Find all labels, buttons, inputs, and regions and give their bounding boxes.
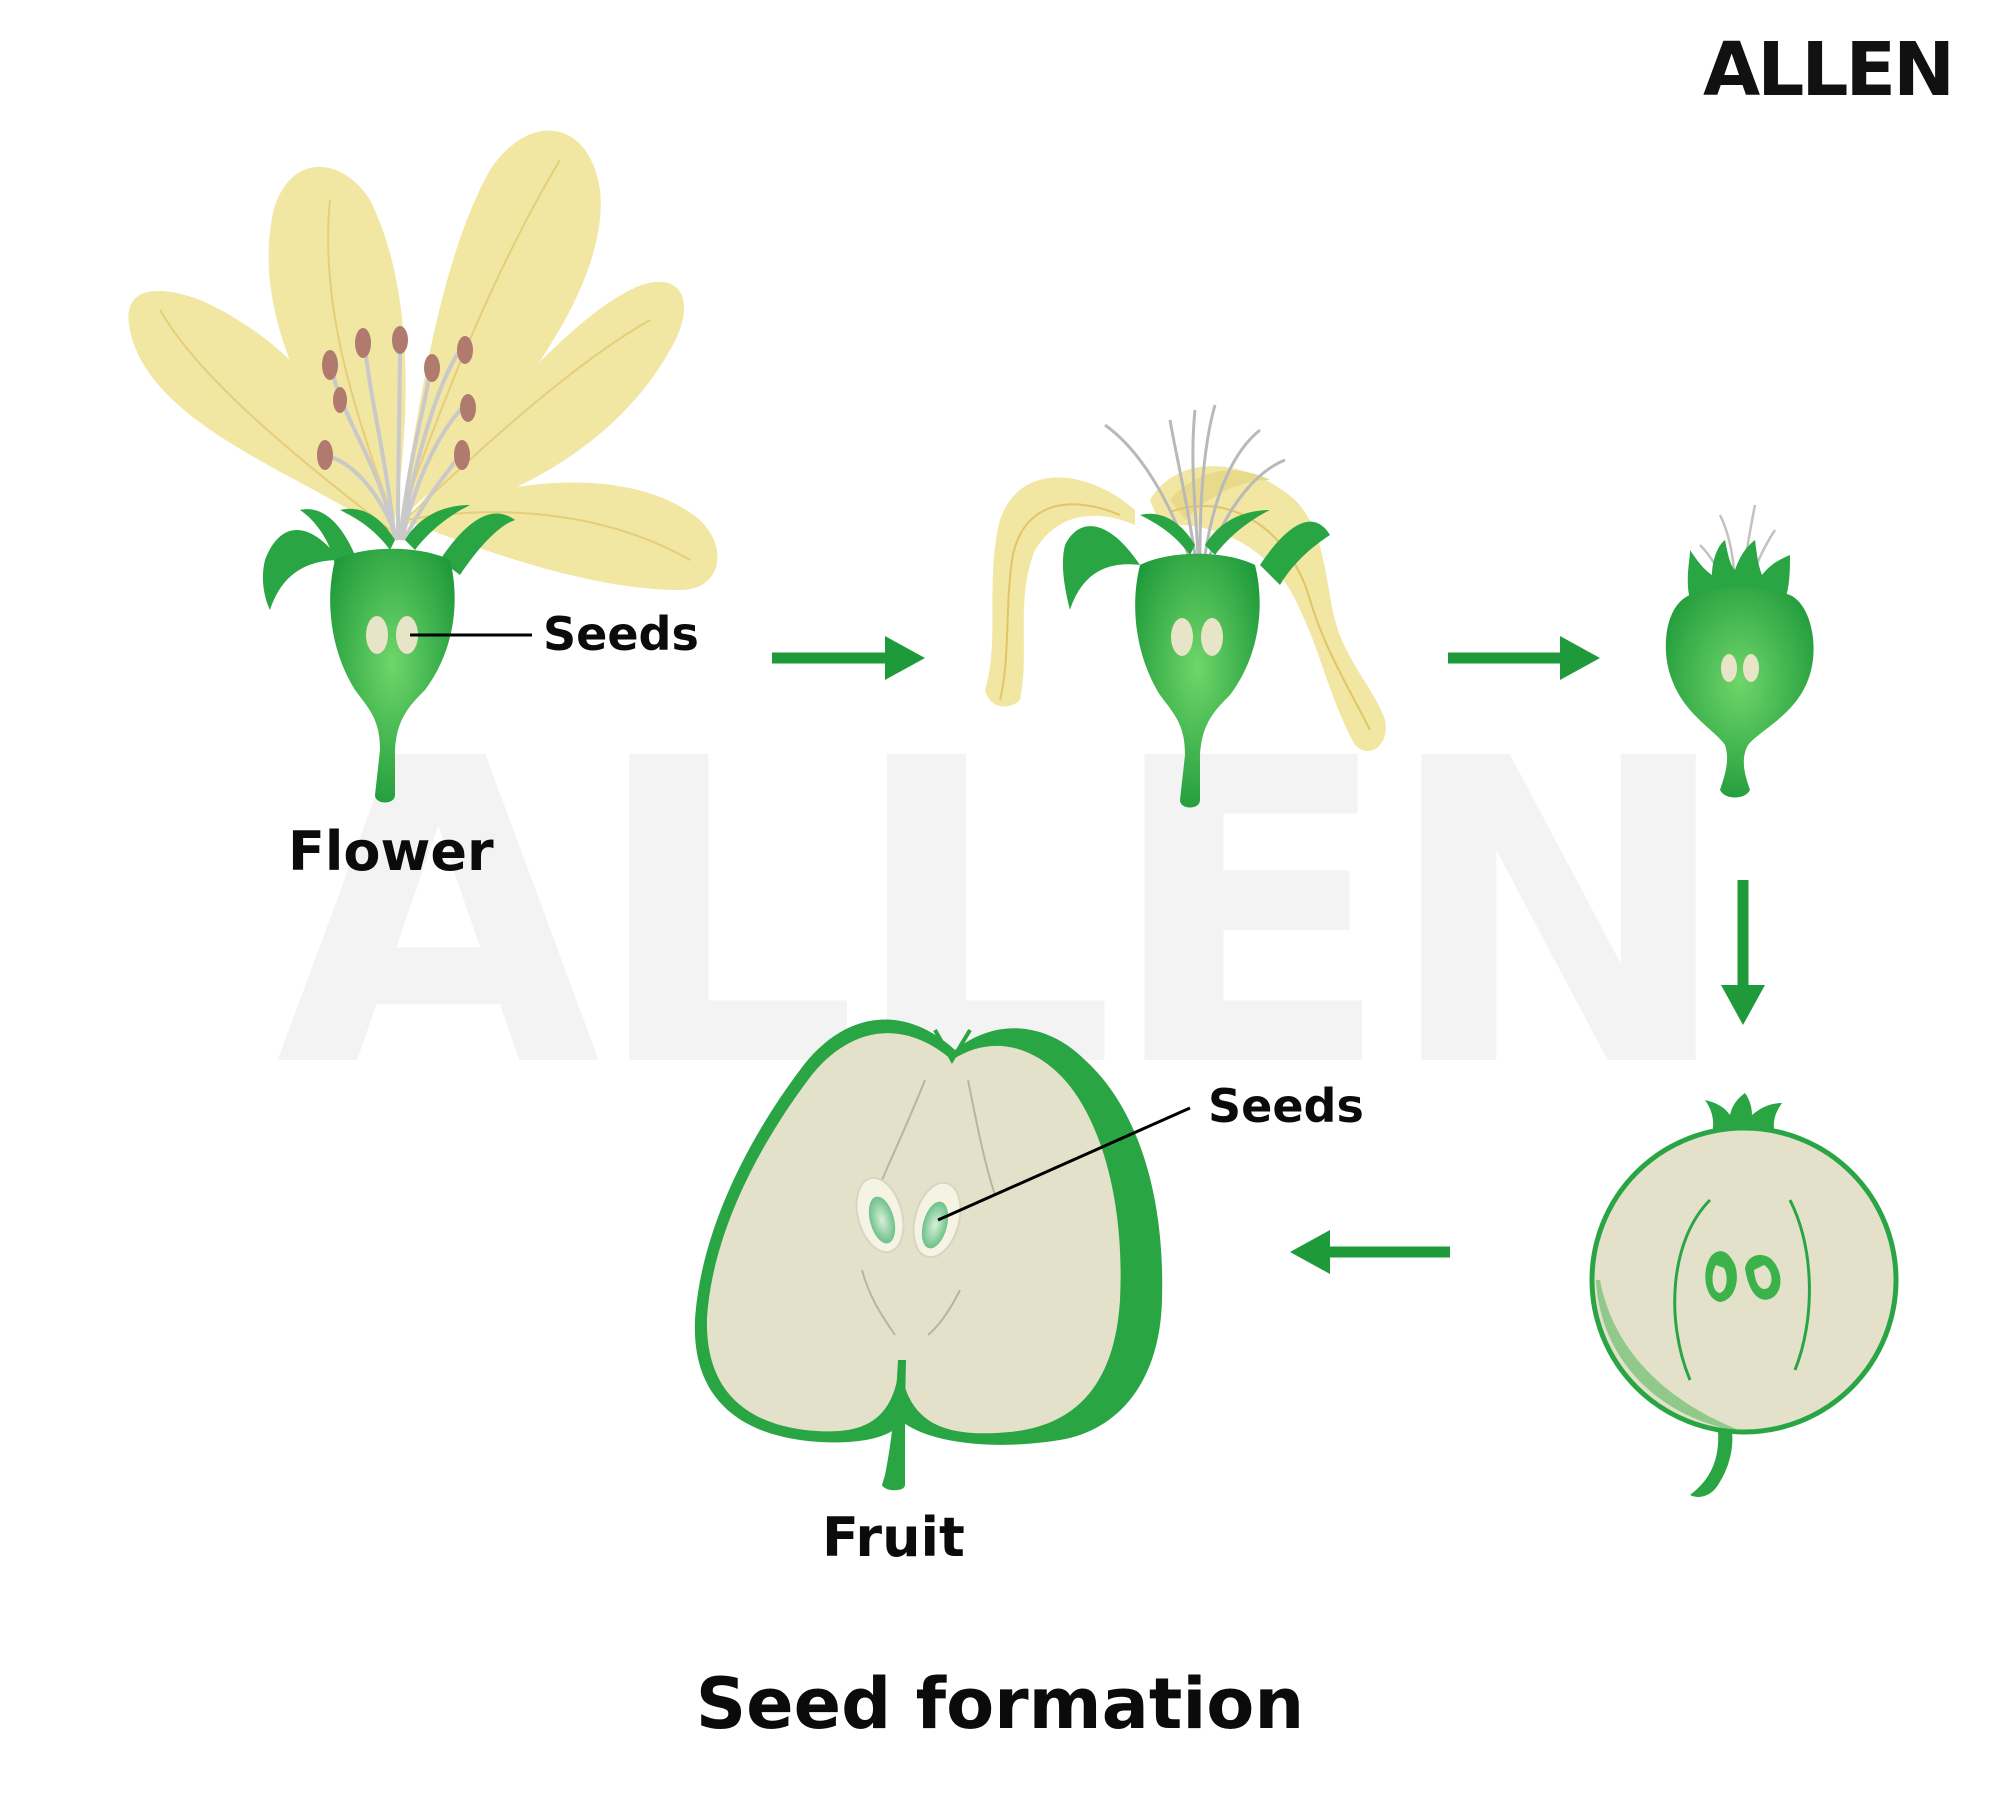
arrow-right-1 [772,636,925,680]
seeds-pointer-line-fruit [937,1106,1191,1222]
flower-label: Flower [288,820,494,883]
fruit-label: Fruit [822,1506,965,1569]
arrow-left [1290,1230,1450,1274]
arrow-down [1721,880,1765,1025]
developing-fruit-illustration [1589,1093,1899,1497]
seeds-label-flower: Seeds [543,607,699,661]
allen-logo: ALLEN [1703,27,1952,113]
fruit-illustration [694,1019,1163,1491]
wilting-flower-illustration [985,404,1386,808]
seeds-label-fruit: Seeds [1208,1079,1364,1133]
diagram-title: Seed formation [696,1663,1304,1745]
young-fruit-illustration [1665,504,1814,798]
arrow-right-2 [1448,636,1600,680]
flower-illustration [128,130,718,803]
